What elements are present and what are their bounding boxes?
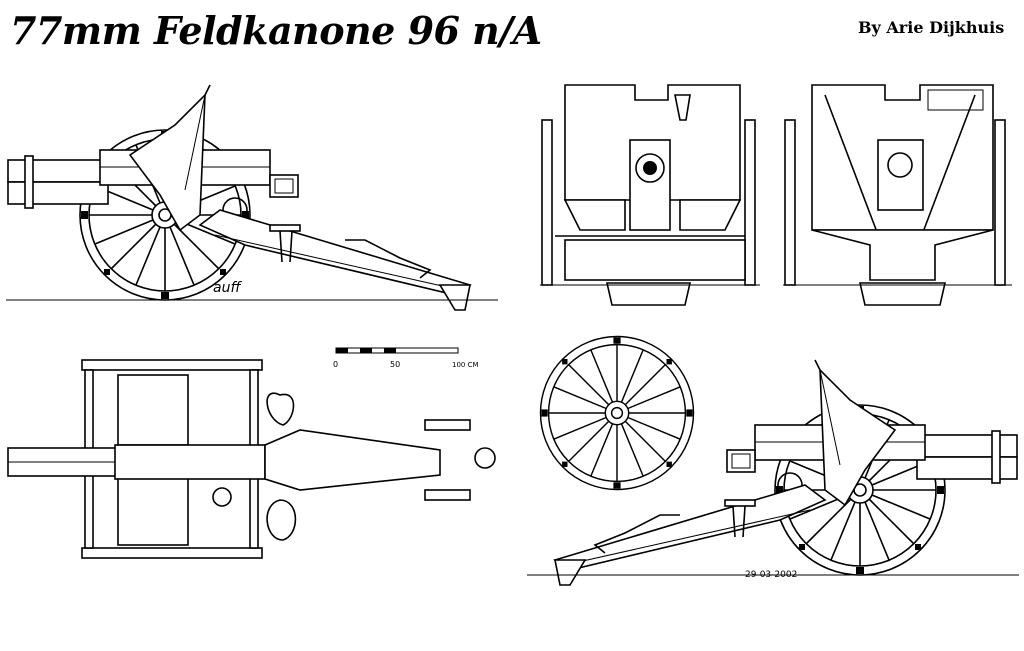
scale-label-100: 100 CM — [452, 361, 479, 369]
scale-label-50: 50 — [390, 360, 400, 369]
signature: auff — [213, 280, 242, 296]
front-view — [540, 84, 760, 306]
scale-bar: 0 50 100 CM — [333, 347, 479, 369]
wheel-view — [539, 335, 695, 491]
drawing-title: 77mm Feldkanone 96 n/A — [10, 8, 542, 53]
scale-label-0: 0 — [333, 360, 338, 369]
author-credit: By Arie Dijkhuis — [858, 18, 1005, 37]
rear-view — [783, 84, 1012, 306]
side-view-right — [527, 360, 1019, 585]
drawing-date: 29-03-2002 — [745, 570, 797, 580]
top-view — [7, 359, 496, 559]
side-view-left — [6, 85, 498, 310]
